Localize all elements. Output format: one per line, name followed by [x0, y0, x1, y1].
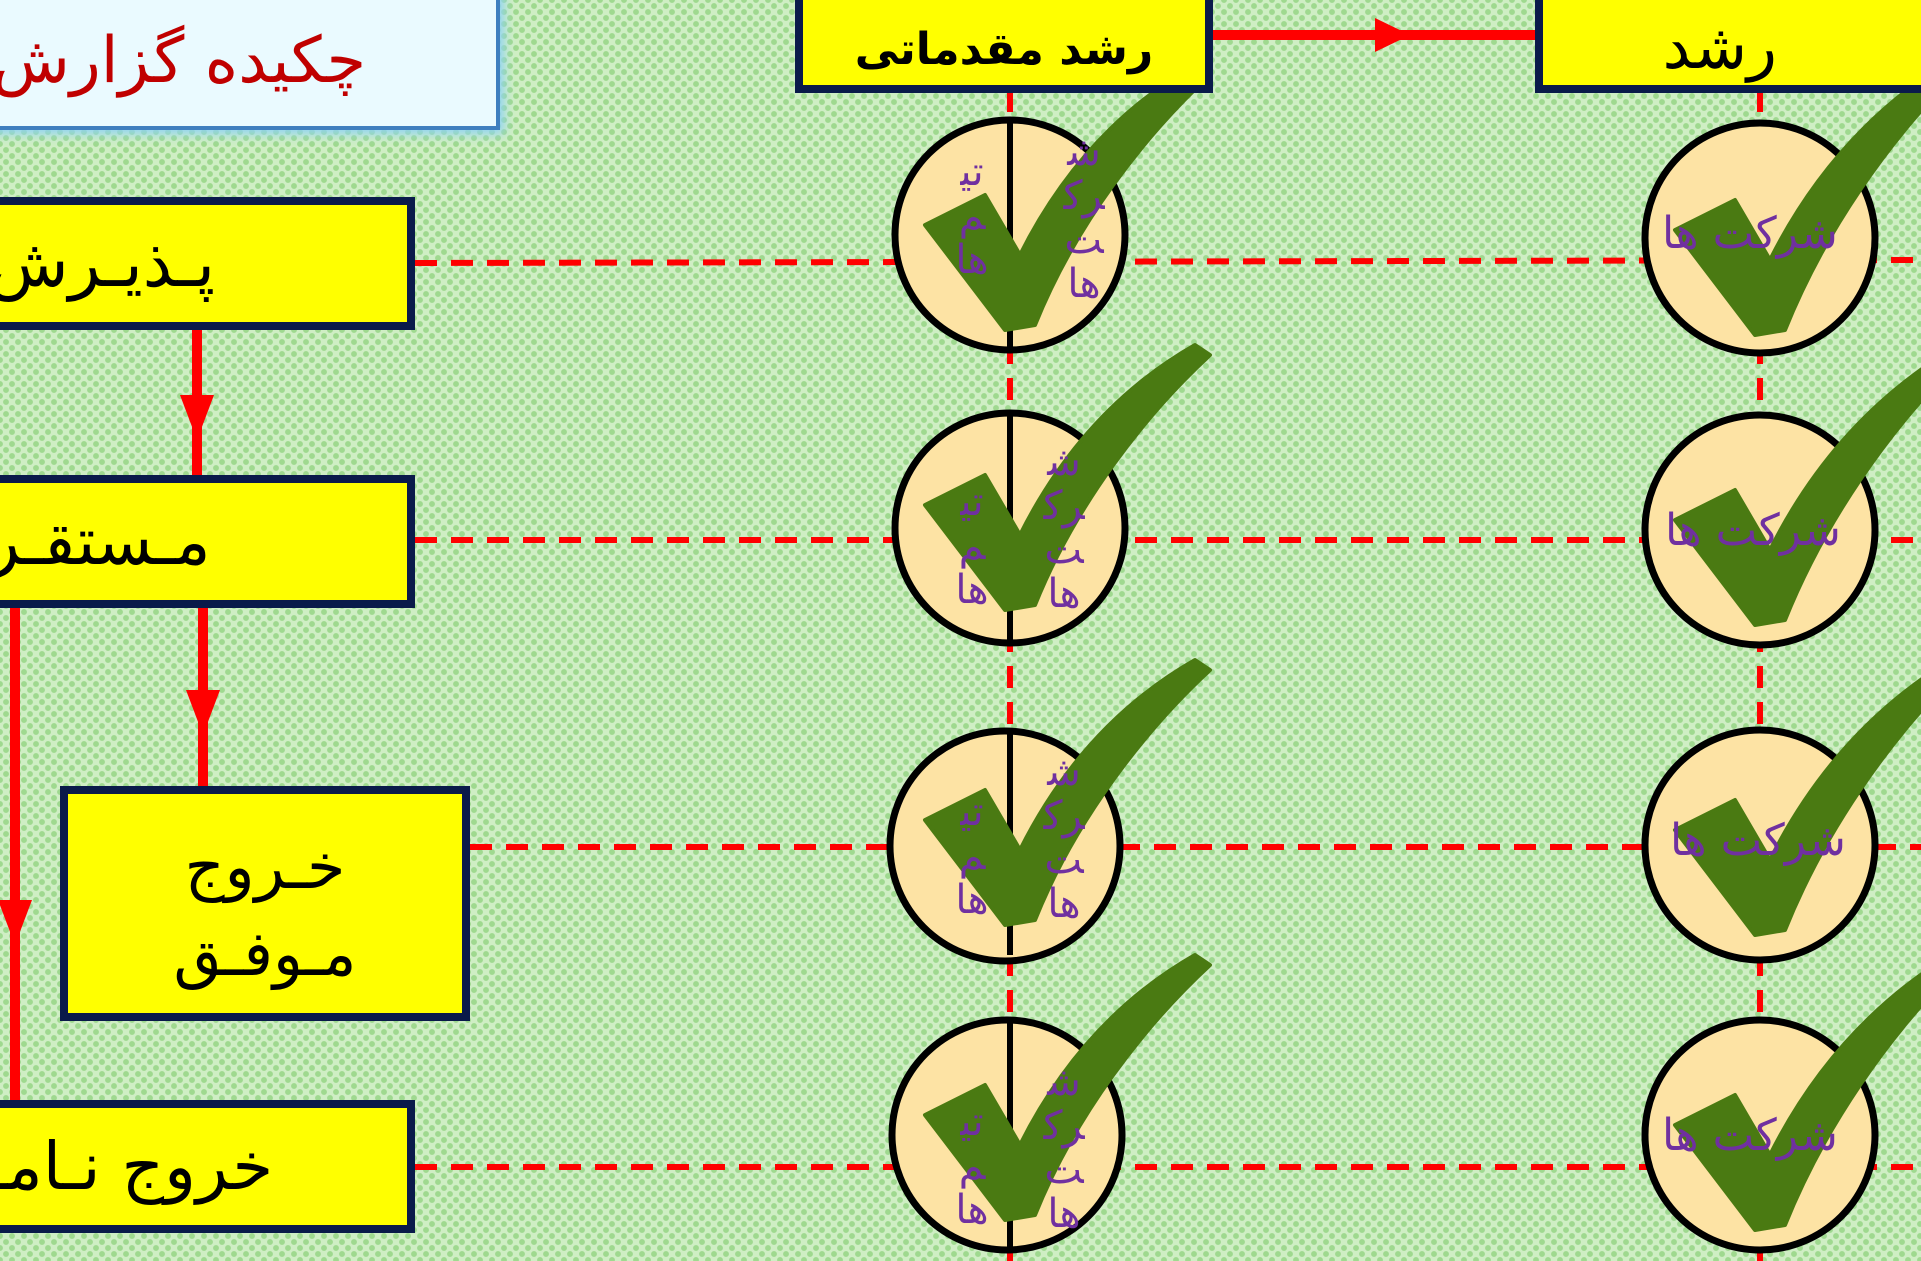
status-admission-box: پـذیـرش [0, 197, 415, 330]
stage-incubation-box: رشد [1535, 0, 1921, 93]
pre-incubation-node-3-teams: تیم ها [955, 789, 989, 923]
incubation-node-4-label: شرکت ها [1662, 1110, 1838, 1161]
status-success-exit-box: خـروج مـوفـق [60, 786, 470, 1021]
flow-arrowhead-1 [180, 395, 214, 440]
check-icon [923, 658, 1212, 927]
status-admission-label: پـذیـرش [0, 225, 216, 302]
stage-incubation-label: رشد [1662, 10, 1777, 83]
stage-pre-incubation-box: رشد مقدماتی [795, 0, 1213, 93]
pre-incubation-node-2-teams: تیم ها [955, 479, 989, 613]
check-icon [923, 343, 1212, 612]
check-icon [923, 953, 1212, 1222]
status-settled-label: مـستقـر [0, 503, 211, 580]
flow-arrowhead-3 [0, 900, 32, 945]
check-icon [1673, 677, 1921, 937]
pre-incubation-node-1-teams: تیم ها [955, 149, 989, 283]
pre-incubation-node-1-companies: شرکت ها [1063, 129, 1105, 307]
check-icon [1673, 77, 1921, 337]
incubation-node-2-label: شرکت ها [1665, 505, 1841, 556]
status-failed-exit-box: خروج نـامـ [0, 1100, 415, 1233]
check-icon [1673, 972, 1921, 1232]
status-failed-exit-label: خروج نـامـ [0, 1128, 274, 1205]
incubation-node-1-label: شرکت ها [1662, 208, 1838, 259]
check-icon [1673, 367, 1921, 627]
pre-incubation-node-3-companies: شرکت ها [1043, 749, 1085, 927]
incubation-node-3-label: شرکت ها [1670, 815, 1846, 866]
stage-pre-incubation-label: رشد مقدماتی [854, 24, 1154, 75]
pre-incubation-node-2-companies: شرکت ها [1043, 439, 1085, 617]
status-settled-box: مـستقـر [0, 475, 415, 608]
pre-incubation-node-4-teams: تیم ها [955, 1099, 989, 1233]
report-title-box: چکیده گزارش [0, 0, 500, 130]
stage-connector-arrowhead [1375, 18, 1410, 52]
status-success-exit-line-1: خـروج [184, 830, 346, 903]
pre-incubation-node-4-companies: شرکت ها [1043, 1059, 1085, 1237]
report-title: چکیده گزارش [0, 24, 366, 98]
status-success-exit-line-2: مـوفـق [173, 917, 357, 990]
flow-arrowhead-2 [186, 690, 220, 735]
